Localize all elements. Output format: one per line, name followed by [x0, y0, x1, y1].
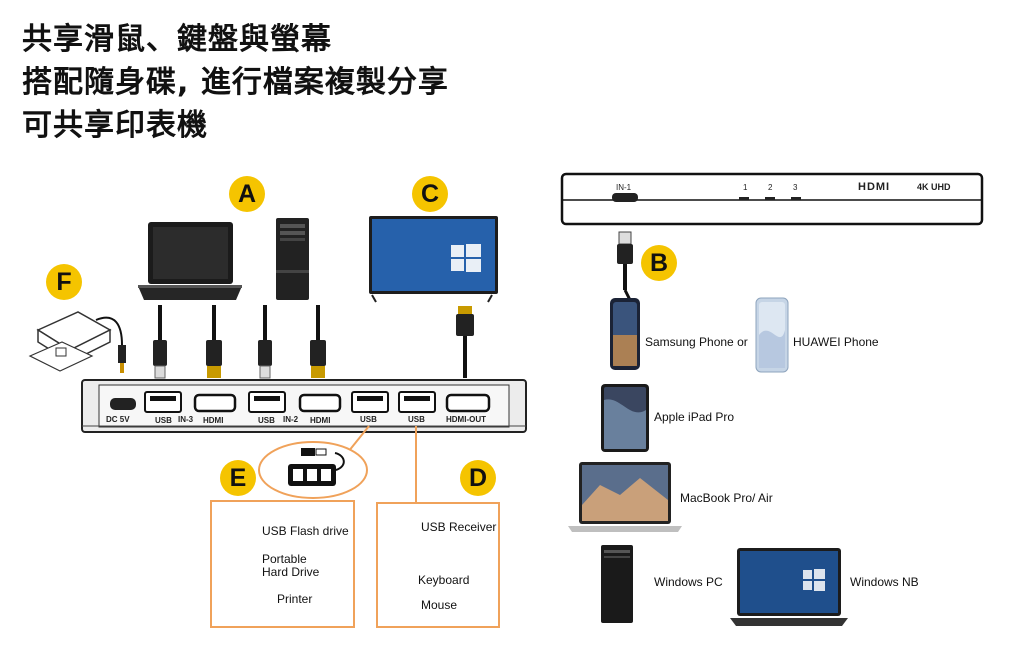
usb-c-cable [617, 231, 633, 301]
windows-notebook-icon [730, 548, 848, 626]
port-label-in3: IN-3 [178, 415, 194, 424]
port-label-usb-b: USB [408, 415, 425, 424]
huawei-phone-icon [755, 297, 789, 373]
usb-cable-in2 [258, 305, 272, 379]
usb-cable-in3 [153, 305, 167, 379]
label-huawei-phone: HUAWEI Phone [793, 335, 879, 349]
peripherals-box-e [210, 500, 355, 628]
kvm-hub-body [81, 379, 527, 433]
label-printer: Printer [277, 592, 313, 606]
windows-pc-icon [601, 545, 633, 623]
headline-line-2: 搭配隨身碟, 進行檔案複製分享 [22, 65, 449, 100]
label-usb-receiver: USB Receiver [421, 520, 497, 534]
port-label-usb-a: USB [360, 415, 377, 424]
port-label-hdmi-in3: HDMI [203, 416, 224, 425]
port-label-hdmi-in2: HDMI [310, 416, 331, 425]
power-adapter-icon [28, 311, 126, 373]
port-label-usb-in3: USB [155, 416, 172, 425]
hdmi-out-cable [456, 306, 474, 378]
label-macbook: MacBook Pro/ Air [680, 491, 773, 505]
desktop-tower-icon [276, 218, 309, 300]
macbook-icon [568, 462, 682, 532]
peripherals-box-d [376, 502, 500, 628]
samsung-phone-icon [610, 298, 640, 370]
label-usb-flash-drive: USB Flash drive [262, 524, 349, 538]
monitor-icon [369, 216, 498, 303]
badge-d: D [460, 460, 496, 496]
front-label-led3: 3 [793, 183, 798, 192]
label-keyboard: Keyboard [418, 573, 470, 587]
front-label-in1: IN-1 [616, 183, 632, 192]
port-label-hdmi-out: HDMI-OUT [446, 415, 486, 424]
badge-a: A [229, 176, 265, 212]
front-label-led2: 2 [768, 183, 773, 192]
hdmi-cable-in2 [310, 305, 326, 378]
port-label-usb-in2: USB [258, 416, 275, 425]
label-windows-nb: Windows NB [850, 575, 919, 589]
kvm-front-panel [560, 172, 984, 226]
hdmi-logo: HDMI [858, 181, 891, 193]
badge-b: B [641, 245, 677, 281]
label-windows-pc: Windows PC [654, 575, 723, 589]
port-label-dc: DC 5V [106, 415, 130, 424]
headline-line-1: 共享滑鼠、鍵盤與螢幕 [22, 22, 332, 57]
uhd-logo: 4K UHD [917, 182, 951, 192]
label-portable-hard-drive: Portable Hard Drive [262, 552, 320, 579]
label-ipad: Apple iPad Pro [654, 410, 735, 424]
hdmi-cable-in3 [206, 305, 222, 378]
front-panel-diagram [560, 172, 984, 626]
headline-line-3: 可共享印表機 [22, 108, 208, 143]
ipad-icon [601, 384, 649, 452]
front-label-led1: 1 [743, 183, 748, 192]
laptop-icon [138, 222, 242, 300]
badge-e: E [220, 460, 256, 496]
port-label-in2: IN-2 [283, 415, 299, 424]
label-mouse: Mouse [421, 598, 458, 612]
label-samsung-phone: Samsung Phone or [645, 335, 748, 349]
badge-f: F [46, 264, 82, 300]
usb-hub-icon [288, 448, 345, 486]
badge-c: C [412, 176, 448, 212]
